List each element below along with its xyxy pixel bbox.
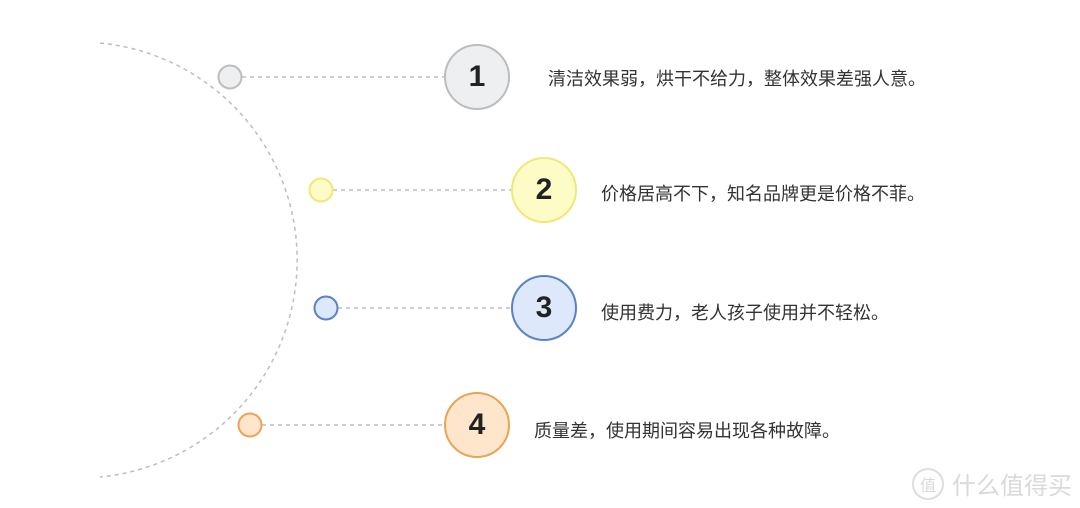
- item-text-1: 清洁效果弱，烘干不给力，整体效果差强人意。: [548, 69, 926, 90]
- number-badge-1: 1: [444, 44, 510, 110]
- number-badge-2: 2: [511, 157, 577, 223]
- watermark-logo-icon: 值: [912, 467, 944, 500]
- node-dot-3: [313, 295, 339, 321]
- node-dot-2: [308, 177, 334, 203]
- watermark-text: 什么值得买: [952, 472, 1072, 500]
- item-text-4: 质量差，使用期间容易出现各种故障。: [534, 421, 840, 442]
- number-badge-4: 4: [444, 392, 510, 458]
- item-text-3: 使用费力，老人孩子使用并不轻松。: [601, 303, 889, 324]
- number-badge-3: 3: [511, 275, 577, 341]
- node-dot-4: [237, 412, 263, 438]
- node-dot-1: [217, 64, 243, 90]
- watermark: 值 什么值得买: [912, 466, 1072, 501]
- dashed-arc: [99, 42, 298, 478]
- item-text-2: 价格居高不下，知名品牌更是价格不菲。: [601, 184, 925, 205]
